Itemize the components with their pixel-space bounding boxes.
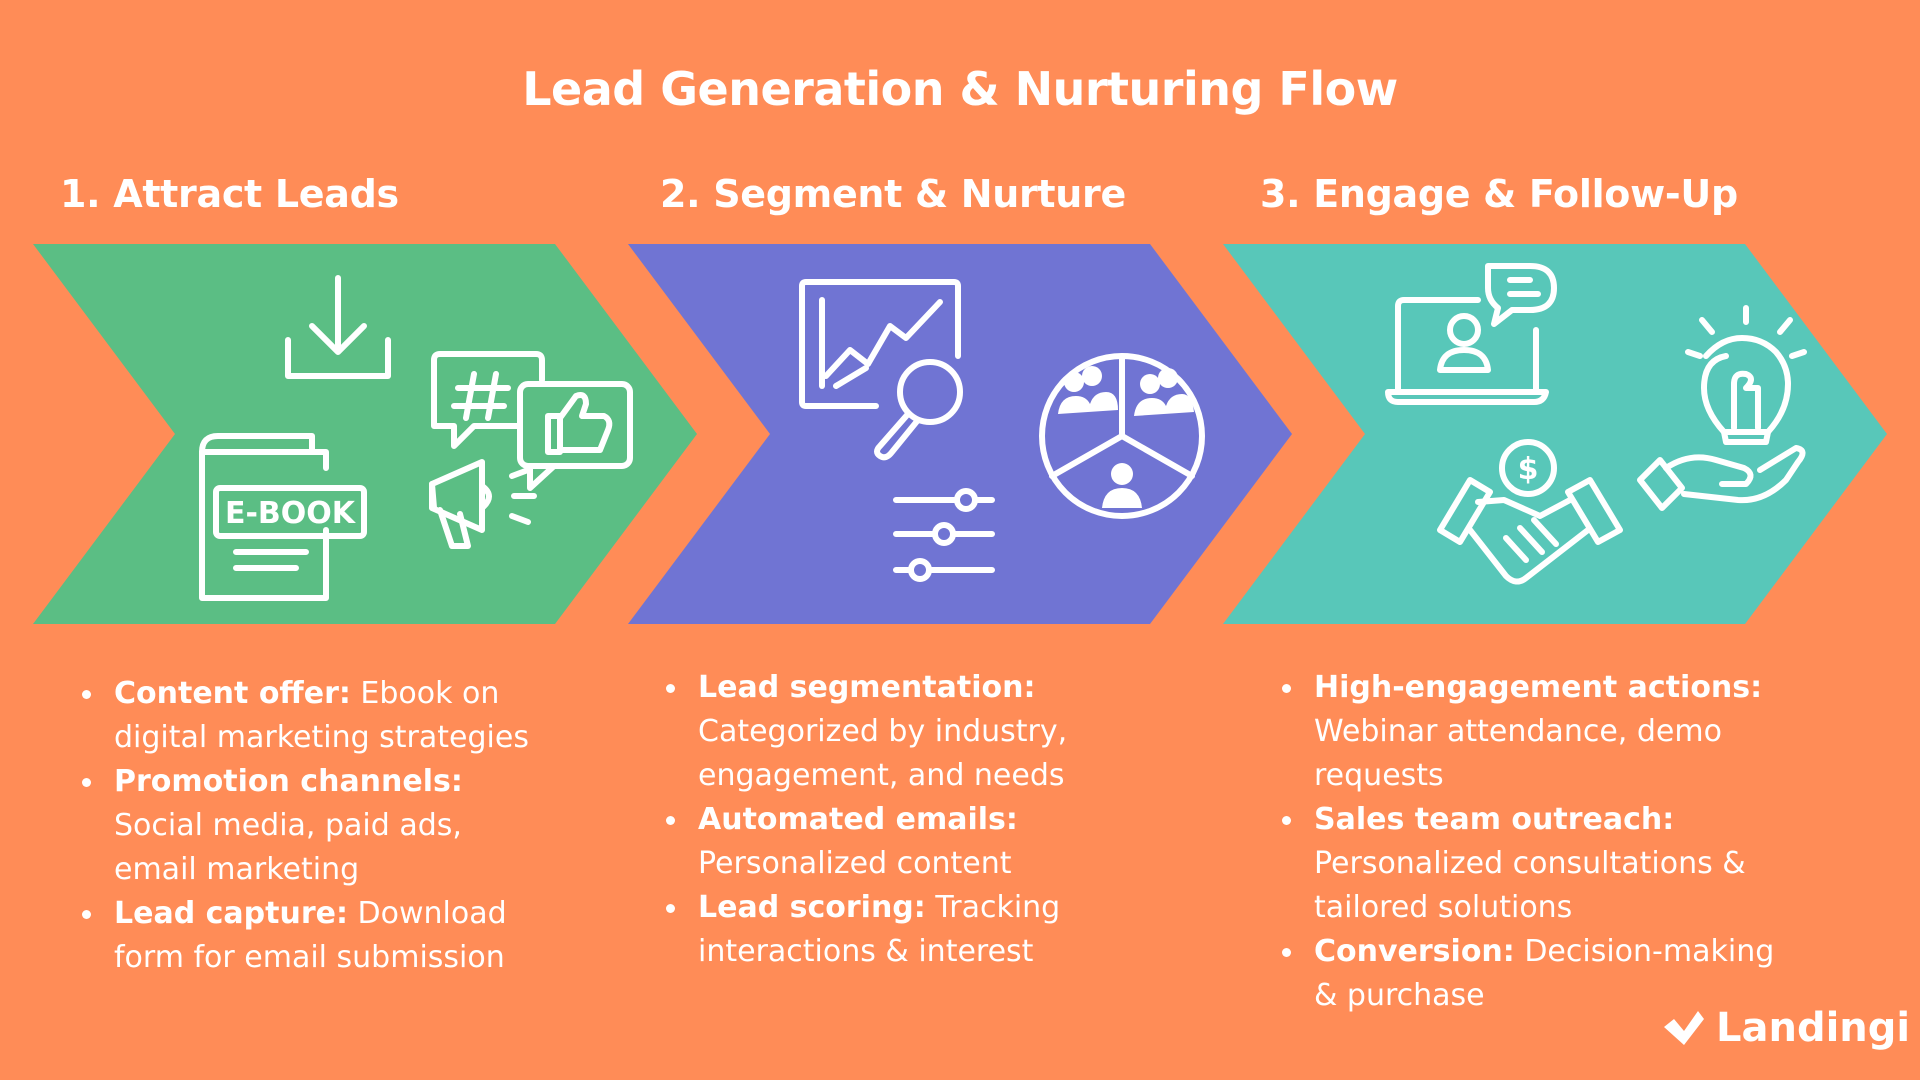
sliders-icon [893,488,995,582]
step-1-bullet-list: Content offer: Ebook on digital marketin… [82,672,552,980]
list-item: Sales team outreach: Personalized consul… [1282,798,1782,930]
list-item: Automated emails: Personalized content [666,798,1086,886]
bullet-label: Lead scoring: [698,890,926,925]
bullet-label: Sales team outreach: [1314,802,1675,837]
bullet-text: Download form for email submission [114,896,507,975]
bullet-text: Categorized by industry, engagement, and… [698,714,1068,793]
list-item: Lead segmentation: Categorized by indust… [666,666,1086,798]
list-item: Content offer: Ebook on digital marketin… [82,672,552,760]
page-title: Lead Generation & Nurturing Flow [522,62,1398,116]
list-item: High-engagement actions: Webinar attenda… [1282,666,1782,798]
download-icon [285,275,391,379]
bullet-text: Webinar attendance, demo requests [1314,714,1722,793]
step-3-heading: 3. Engage & Follow-Up [1260,172,1738,216]
bullet-text: Tracking interactions & interest [698,890,1061,969]
hashtag-bubble-icon [431,351,545,449]
bullet-text: Personalized content [698,846,1012,881]
logo-text: Landingi [1716,1005,1911,1051]
analytics-magnifier-icon [799,279,963,461]
bullet-label: Content offer: [114,676,351,711]
thumbs-up-bubble-icon [517,381,633,491]
step-2-bullet-list: Lead segmentation: Categorized by indust… [666,666,1086,974]
bullet-text: Social media, paid ads, email marketing [114,808,462,887]
ebook-label: E-BOOK [225,496,357,531]
bullet-label: Promotion channels: [114,764,463,799]
list-item: Promotion channels: Social media, paid a… [82,760,552,892]
bullet-label: Automated emails: [698,802,1018,837]
idea-hand-icon [1637,305,1807,511]
list-item: Lead capture: Download form for email su… [82,892,552,980]
list-item: Conversion: Decision-making & purchase [1282,930,1782,1018]
step-2-icons [0,0,1300,640]
step-3-chevron [1223,244,1887,624]
bullet-text: Decision-making & purchase [1314,934,1775,1013]
svg-text:$: $ [1518,452,1539,487]
bullet-label: Lead capture: [114,896,348,931]
landingi-logo: Landingi [1660,1003,1910,1053]
step-1-icons: E-BOOK [0,0,700,640]
list-item: Lead scoring: Tracking interactions & in… [666,886,1086,974]
step-1-heading: 1. Attract Leads [60,172,399,216]
webinar-laptop-icon [1385,263,1557,405]
bullet-label: Conversion: [1314,934,1515,969]
bullet-label: High-engagement actions: [1314,670,1763,705]
step-2-heading: 2. Segment & Nurture [660,172,1126,216]
bullet-text: Ebook on digital marketing strategies [114,676,529,755]
step-3-icons: $ [1385,263,1807,585]
bullet-text: Personalized consultations & tailored so… [1314,846,1746,925]
step-3-bullet-list: High-engagement actions: Webinar attenda… [1282,666,1782,1018]
megaphone-icon [429,459,537,549]
landingi-logo-icon [1664,1011,1704,1045]
ebook-icon [199,433,367,601]
handshake-dollar-icon: $ [1437,439,1623,585]
step-2-chevron [628,244,1292,624]
bullet-label: Lead segmentation: [698,670,1036,705]
audience-segments-icon [1039,353,1205,519]
